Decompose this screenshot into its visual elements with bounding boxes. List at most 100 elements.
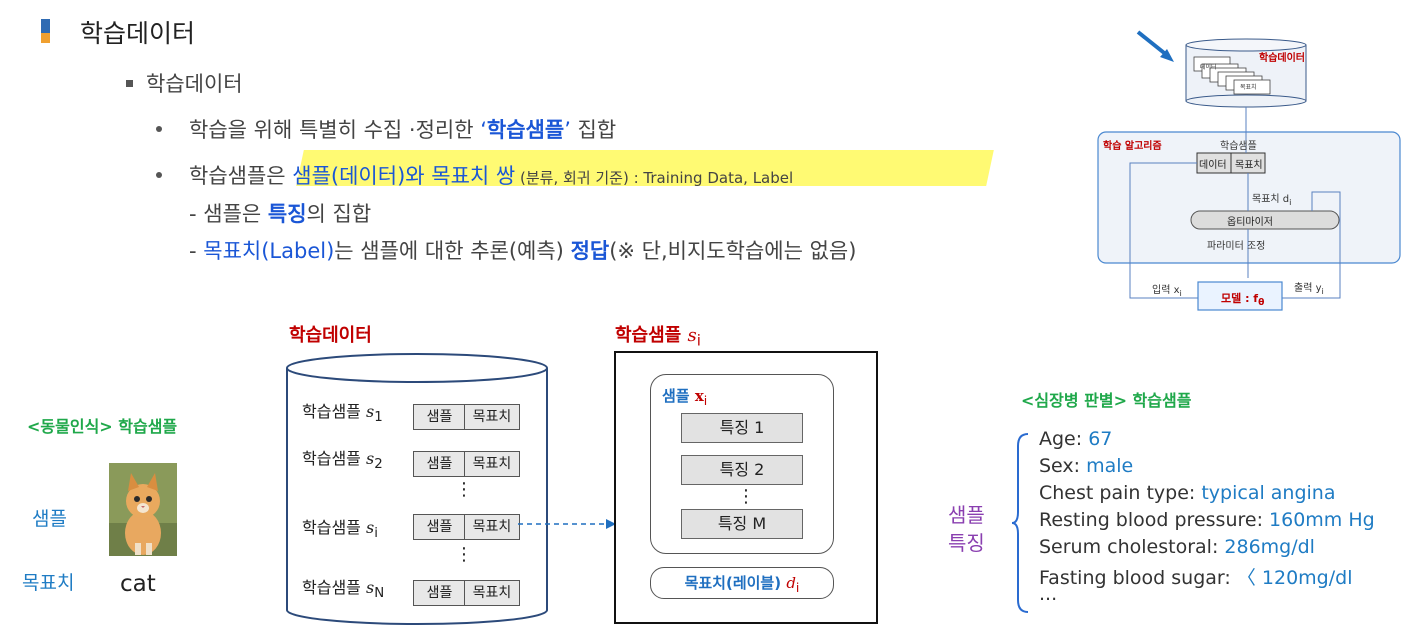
inner-sample-sub: i [704,393,707,408]
sugar-key: Fasting blood sugar: [1039,567,1237,589]
sample-row-N-label: 학습샘플 sN [302,574,384,601]
bullet-dot-icon [156,172,162,178]
mini-card-6: 목표치 [1240,82,1257,91]
dashed-arrow [518,516,618,532]
bullet-1-text: 학습을 위해 특별히 수집 ·정리한 [189,118,480,142]
row-2-sub: 2 [374,457,382,472]
mini-output-label: 출력 yi [1294,279,1324,296]
section-subtitle: 학습데이터 [146,68,243,98]
heart-item-blood-sugar: Fasting blood sugar: 〈 120mg/dl [1039,563,1352,590]
row-1-sample-cell: 샘플 [413,404,466,430]
mini-model-label: 모델 : fθ [1221,290,1264,308]
sample-row-2-label: 학습샘플 s2 [302,445,383,472]
animal-target-label: 목표치 [22,568,74,595]
row-i-label-text: 학습샘플 [302,518,366,537]
row-1-label-text: 학습샘플 [302,402,366,421]
row-i-target-cell: 목표치 [464,514,520,540]
sub-2-label: 목표치(Label) [203,239,334,263]
bullet-1-highlight: 학습샘플 [487,118,564,142]
heart-item-cholesterol: Serum cholestoral: 286mg/dl [1039,536,1315,558]
mini-cell-target: 목표치 [1235,156,1263,171]
row-1-sub: 1 [374,410,382,425]
mini-model-sub: θ [1258,297,1264,308]
heart-ellipsis: ... [1039,583,1057,605]
sub-2-dash: - [189,239,203,263]
row-2-sample-cell: 샘플 [413,451,466,477]
feature-1: 특징 1 [681,413,803,443]
target-label-var: d [786,574,796,592]
mini-param-adjust: 파라미터 조정 [1207,237,1265,252]
inner-sample-title-text: 샘플 [662,387,695,405]
age-key: Age: [1039,428,1088,450]
cat-photo [109,463,177,556]
bullet-2: 학습샘플은 샘플(데이터)와 목표치 쌍 (분류, 회귀 기준) : Train… [189,160,793,190]
sub-2-mid: 는 샘플에 대한 추론(예측) [334,239,570,263]
age-value: 67 [1088,428,1112,450]
mini-output-text: 출력 y [1294,283,1322,294]
row-dots-2: ⋮ [455,544,473,565]
sample-row-1-label: 학습샘플 s1 [302,398,383,425]
heart-title: <심장병 판별> 학습샘플 [1021,387,1191,411]
bullet-2-text: 학습샘플은 [189,164,292,188]
mini-target-sub: i [1289,197,1291,207]
quote-open: ‘ [480,118,487,142]
mini-sample-label: 학습샘플 [1220,137,1257,152]
mini-input-label: 입력 xi [1152,281,1182,298]
mini-db-label: 학습데이터 [1259,49,1305,64]
bullet-2-highlight: 샘플(데이터)와 목표치 쌍 [292,164,515,188]
bullet-1-post: 집합 [571,118,616,142]
square-bullet-icon [126,80,133,87]
mini-model-text: 모델 : f [1221,292,1258,305]
animal-target-value: cat [120,571,156,597]
row-dots-1: ⋮ [455,479,473,500]
sub-1-text: - 샘플은 [189,202,268,226]
sex-value: male [1086,455,1133,477]
row-N-target-cell: 목표치 [464,580,520,606]
sex-key: Sex: [1039,455,1086,477]
inner-sample-var: x [695,387,704,405]
sugar-value: 〈 120mg/dl [1237,567,1353,589]
row-i-sample-cell: 샘플 [413,514,466,540]
animal-sample-label: 샘플 [32,504,67,531]
animal-title: <동물인식> 학습샘플 [27,413,177,437]
sample-box-title-sub: i [697,332,701,350]
heart-item-chest-pain: Chest pain type: typical angina [1039,482,1336,504]
chest-pain-key: Chest pain type: [1039,482,1201,504]
sample-box-title: 학습샘플 si [615,321,701,350]
row-i-sub: i [374,526,378,541]
row-N-var: s [366,578,374,597]
target-label-box: 목표치(레이블) di [650,567,834,599]
feature-2: 특징 2 [681,455,803,485]
feature-dots: ⋮ [737,486,755,507]
heart-item-age: Age: 67 [1039,428,1112,450]
sub-2-answer: 정답 [571,239,610,263]
left-brace-icon [1010,432,1032,614]
bullet-2-paren: (분류, 회귀 기준) : Training Data, Label [515,169,793,187]
row-2-label-text: 학습샘플 [302,449,366,468]
quote-close: ’ [564,118,571,142]
bullet-dot-icon [156,126,162,132]
row-1-var: s [366,402,374,421]
cylinder-title: 학습데이터 [289,321,372,347]
row-1-target-cell: 목표치 [464,404,520,430]
sample-box-title-text: 학습샘플 [615,325,688,346]
sample-box-title-var: s [688,325,697,346]
sub-2-rest: (※ 단,비지도학습에는 없음) [609,239,856,263]
bullet-1: 학습을 위해 특별히 수집 ·정리한 ‘학습샘플’ 집합 [189,114,616,144]
target-label-text: 목표치(레이블) [685,574,787,592]
page-title: 학습데이터 [80,14,195,50]
inner-sample-title: 샘플 xi [662,385,707,408]
mini-target-label: 목표치 di [1252,190,1291,207]
heart-item-sex: Sex: male [1039,455,1133,477]
sub-bullet-1: - 샘플은 특징의 집합 [189,198,371,228]
mini-optimizer: 옵티마이저 [1227,213,1273,228]
feature-M: 특징 M [681,509,803,539]
sample-row-i-label: 학습샘플 si [302,514,378,541]
mini-output-sub: i [1322,286,1324,296]
heart-side-label-2: 특징 [948,527,985,556]
row-N-label-text: 학습샘플 [302,578,366,597]
chol-key: Serum cholestoral: [1039,536,1224,558]
row-2-target-cell: 목표치 [464,451,520,477]
heart-item-blood-pressure: Resting blood pressure: 160mm Hg [1039,509,1375,531]
sub-1-feature: 특징 [268,202,307,226]
